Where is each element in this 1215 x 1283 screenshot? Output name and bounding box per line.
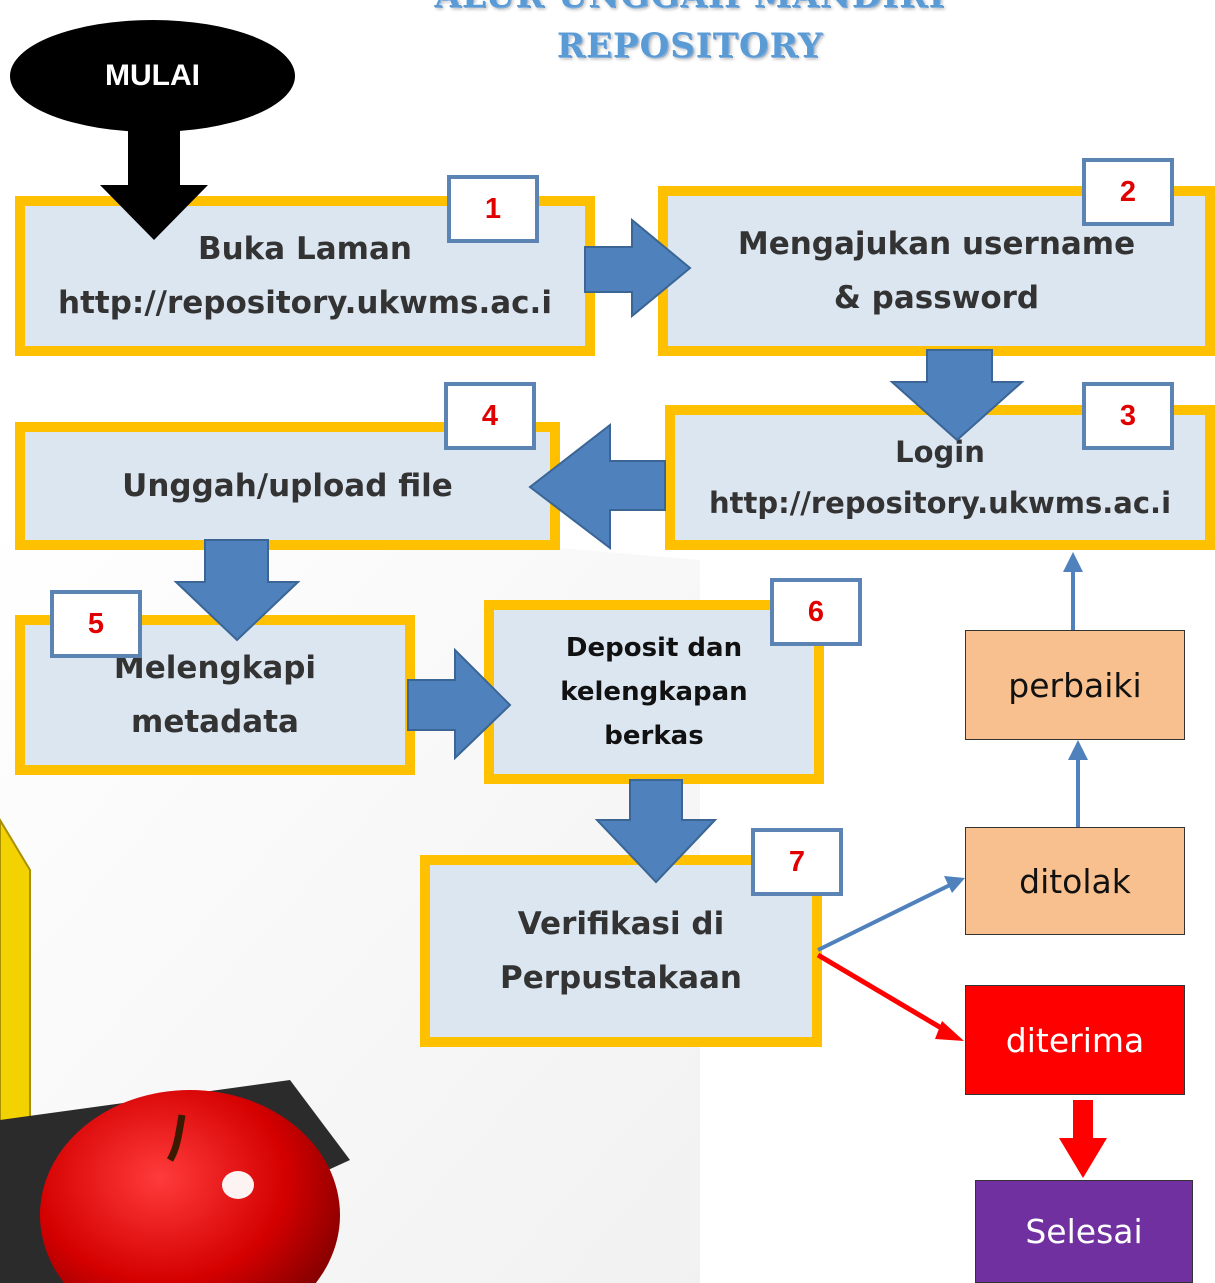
step-4-number-badge: 4 [444, 382, 536, 450]
apple-icon [40, 1090, 340, 1283]
step-2-label: Mengajukan username & password [737, 225, 1136, 316]
step-2-number-badge: 2 [1082, 158, 1174, 226]
step-6-number: 6 [807, 595, 825, 628]
step-5-label: Melengkapi metadata [113, 649, 317, 740]
step-4-label: Unggah/upload file [122, 467, 453, 504]
step-7-number-badge: 7 [751, 828, 843, 896]
diterima-label: diterima [1005, 1020, 1145, 1060]
title-line-1: ALUR UNGGAH MANDIRI [300, 0, 1080, 16]
title-line-2: REPOSITORY [556, 26, 824, 66]
ditolak-box: ditolak [965, 827, 1185, 935]
start-oval: MULAI [10, 20, 295, 132]
step-2-number: 2 [1119, 175, 1137, 208]
step-5-number-badge: 5 [50, 590, 142, 658]
start-label: MULAI [105, 59, 200, 92]
step-1-number: 1 [484, 192, 502, 225]
step-5-number: 5 [87, 607, 105, 640]
selesai-label: Selesai [1025, 1212, 1143, 1251]
step-1-number-badge: 1 [447, 175, 539, 243]
step-3-box: Login http://repository.ukwms.ac.i [665, 405, 1215, 550]
step-6-number-badge: 6 [770, 578, 862, 646]
step-4-number: 4 [481, 399, 499, 432]
step-7-label: Verifikasi di Perpustakaan [499, 905, 742, 996]
step-3-number: 3 [1119, 399, 1137, 432]
perbaiki-box: perbaiki [965, 630, 1185, 740]
step-1-label: Buka Laman http://repository.ukwms.ac.i [58, 230, 552, 321]
perbaiki-label: perbaiki [1008, 665, 1142, 705]
diterima-box: diterima [965, 985, 1185, 1095]
selesai-box: Selesai [975, 1180, 1193, 1283]
step-7-number: 7 [788, 845, 806, 878]
step-3-number-badge: 3 [1082, 382, 1174, 450]
step-6-label: Deposit dan kelengkapan berkas [560, 632, 748, 752]
ditolak-label: ditolak [1019, 861, 1131, 901]
